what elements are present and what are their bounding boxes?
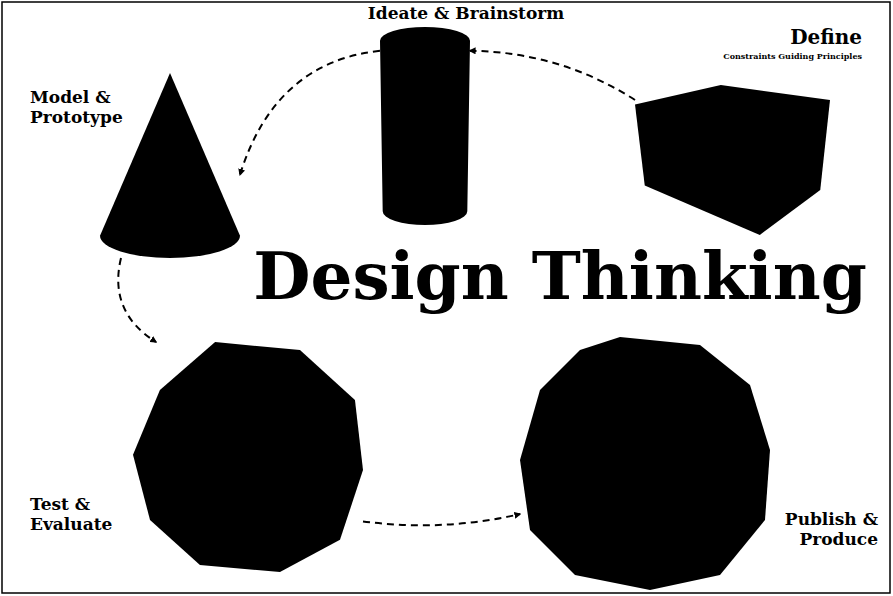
stage-label: Model & Prototype — [30, 88, 130, 127]
dashed-arrow — [118, 258, 156, 342]
polygon-shape — [133, 342, 363, 572]
stage-node: Model & Prototype — [100, 73, 240, 258]
stage-label: Define — [790, 26, 862, 49]
cube-shape — [635, 85, 830, 235]
dashed-arrow — [363, 514, 520, 525]
polygon-shape — [520, 337, 770, 590]
cylinder-shape — [380, 27, 470, 225]
stage-node: Publish & Produce — [520, 337, 770, 590]
stage-label: Publish & Produce — [774, 510, 878, 549]
cone-shape — [100, 73, 240, 258]
stage-note: Constraints Guiding Principles — [723, 52, 862, 61]
stage-node: Test & Evaluate — [133, 342, 363, 572]
dashed-arrow — [240, 51, 380, 175]
stage-node: Ideate & Brainstorm — [380, 27, 470, 225]
diagram-title: Design Thinking — [253, 242, 867, 311]
stage-node: DefineConstraints Guiding Principles — [635, 85, 830, 235]
dashed-arrow — [470, 51, 635, 100]
stage-label: Ideate & Brainstorm — [368, 4, 564, 24]
stage-label: Test & Evaluate — [30, 495, 130, 534]
